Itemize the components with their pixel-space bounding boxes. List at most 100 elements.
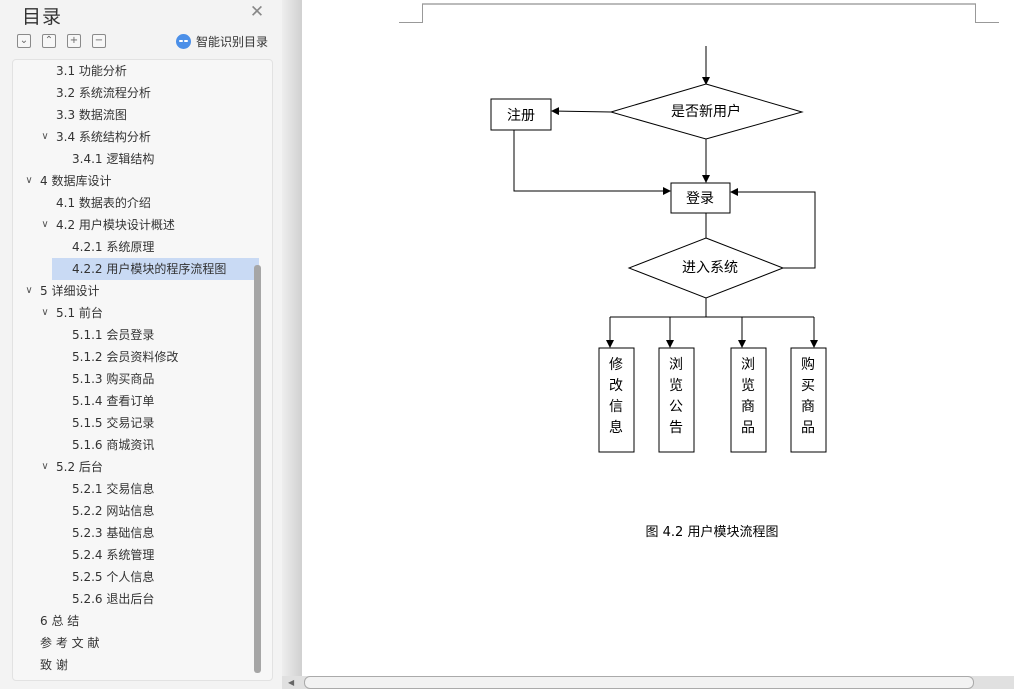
toc-item[interactable]: ∨ 4.2 用户模块设计概述: [13, 214, 259, 236]
browse-notice-label-char: 览: [669, 378, 683, 394]
horizontal-scroll-thumb[interactable]: [304, 676, 974, 689]
toc-item-label: 3.4 系统结构分析: [56, 130, 151, 144]
toc-item[interactable]: 3.4.1 逻辑结构: [13, 148, 259, 170]
arrow-to-register: [551, 107, 612, 116]
chevron-up-icon: ⌃: [44, 35, 54, 46]
toc-item-label: 4.2 用户模块设计概述: [56, 218, 175, 232]
toc-item[interactable]: 4.2.1 系统原理: [13, 236, 259, 258]
chevron-down-icon[interactable]: ∨: [41, 131, 49, 142]
toc-item[interactable]: 5.2.6 退出后台: [13, 588, 259, 610]
buy-goods-label-char: 买: [801, 378, 815, 394]
toc-item[interactable]: 致 谢: [13, 654, 259, 676]
login-label: 登录: [686, 191, 714, 207]
chevron-down-icon[interactable]: ∨: [25, 285, 33, 296]
collapse-all-button[interactable]: ⌃: [42, 34, 56, 48]
modify-info-label-char: 修: [609, 357, 623, 373]
chevron-down-icon: ⌄: [19, 35, 29, 46]
toc-item[interactable]: ∨ 3.4 系统结构分析: [13, 126, 259, 148]
toc-item-label: 5.2.3 基础信息: [72, 526, 155, 540]
toc-item-label: 5.1.1 会员登录: [72, 328, 155, 342]
toc-item-label: 致 谢: [40, 658, 68, 672]
pane-divider[interactable]: [282, 0, 302, 689]
toc-item[interactable]: 5.2.2 网站信息: [13, 500, 259, 522]
remove-level-button[interactable]: −: [92, 34, 106, 48]
toc-item-label: 4.1 数据表的介绍: [56, 196, 151, 210]
toc-item-label: 5 详细设计: [40, 284, 100, 298]
toc-item-label: 5.1 前台: [56, 306, 103, 320]
toc-item[interactable]: 4.1 数据表的介绍: [13, 192, 259, 214]
modify-info-label-char: 改: [609, 378, 623, 394]
toc-item[interactable]: 3.2 系统流程分析: [13, 82, 259, 104]
arrow-loop-back-to-login: [730, 188, 816, 269]
browse-notice-label-char: 公: [669, 399, 683, 415]
flowchart: [490, 46, 827, 453]
expand-all-button[interactable]: ⌄: [17, 34, 31, 48]
sidebar-title: 目录: [22, 6, 63, 28]
toc-item[interactable]: 5.2.3 基础信息: [13, 522, 259, 544]
toc-item[interactable]: 5.1.3 购买商品: [13, 368, 259, 390]
toc-item-label: 5.2 后台: [56, 460, 103, 474]
toc-item[interactable]: 3.1 功能分析: [13, 60, 259, 82]
buy-goods-label-char: 购: [801, 357, 815, 373]
chevron-down-icon[interactable]: ∨: [41, 461, 49, 472]
toc-item-label: 5.1.2 会员资料修改: [72, 350, 179, 364]
toc-item-label: 5.2.5 个人信息: [72, 570, 155, 584]
plus-icon: +: [69, 35, 79, 46]
toc-item[interactable]: ∨ 5.2 后台: [13, 456, 259, 478]
browse-goods-label-char: 商: [741, 399, 755, 415]
browse-goods-label-char: 品: [741, 420, 755, 436]
browse-notice-label-char: 浏: [669, 357, 683, 373]
horizontal-scrollbar[interactable]: ◀: [282, 676, 1014, 689]
buy-goods-label-char: 品: [801, 420, 815, 436]
figure-caption: 图 4.2 用户模块流程图: [646, 524, 779, 540]
toc-item[interactable]: ∨ 5 详细设计: [13, 280, 259, 302]
toc-item[interactable]: 参 考 文 献: [13, 632, 259, 654]
buy-goods-box: [790, 347, 827, 453]
toc-item-label: 5.1.4 查看订单: [72, 394, 155, 408]
arrow-register-to-login: [513, 130, 671, 195]
smart-detect-toc-button[interactable]: 智能识别目录: [176, 33, 268, 50]
toc-item[interactable]: 5.1.5 交易记录: [13, 412, 259, 434]
toc-item[interactable]: 3.3 数据流图: [13, 104, 259, 126]
toc-item-label: 6 总 结: [40, 614, 80, 628]
toc-item-label: 3.3 数据流图: [56, 108, 127, 122]
minus-icon: −: [94, 35, 104, 46]
toc-item-label: 4.2.2 用户模块的程序流程图: [72, 262, 227, 276]
toc-item[interactable]: 6 总 结: [13, 610, 259, 632]
register-label: 注册: [507, 108, 535, 124]
enter-system-label: 进入系统: [682, 260, 738, 276]
toc-item[interactable]: 5.1.6 商城资讯: [13, 434, 259, 456]
selection-highlight: [52, 258, 259, 280]
browse-notice-label-char: 告: [669, 420, 683, 436]
modify-info-label-char: 息: [609, 419, 623, 436]
close-icon[interactable]: ✕: [249, 2, 265, 22]
chevron-down-icon[interactable]: ∨: [41, 307, 49, 318]
modify-info-box: [598, 347, 635, 453]
toc-item[interactable]: 5.1.4 查看订单: [13, 390, 259, 412]
toc-item-label: 4.2.1 系统原理: [72, 240, 155, 254]
toc-scrollbar[interactable]: [254, 265, 261, 673]
toc-item-label: 4 数据库设计: [40, 174, 112, 188]
toc-item[interactable]: 5.2.5 个人信息: [13, 566, 259, 588]
toc-item[interactable]: 5.1.2 会员资料修改: [13, 346, 259, 368]
toc-item[interactable]: 4.2.2 用户模块的程序流程图: [13, 258, 259, 280]
toc-item-label: 5.2.6 退出后台: [72, 592, 155, 606]
toc-item[interactable]: 5.2.4 系统管理: [13, 544, 259, 566]
add-level-button[interactable]: +: [67, 34, 81, 48]
toc-item[interactable]: 5.2.1 交易信息: [13, 478, 259, 500]
ai-assistant-icon: [176, 34, 191, 49]
toc-item[interactable]: 5.1.1 会员登录: [13, 324, 259, 346]
chevron-down-icon[interactable]: ∨: [41, 219, 49, 230]
scroll-left-icon[interactable]: ◀: [288, 678, 295, 687]
chevron-down-icon[interactable]: ∨: [25, 175, 33, 186]
toc-item-label: 5.1.5 交易记录: [72, 416, 155, 430]
toc-item[interactable]: ∨ 4 数据库设计: [13, 170, 259, 192]
toc-item[interactable]: ∨ 5.1 前台: [13, 302, 259, 324]
toc-toolbar: ⌄ ⌃ + −: [17, 34, 106, 48]
